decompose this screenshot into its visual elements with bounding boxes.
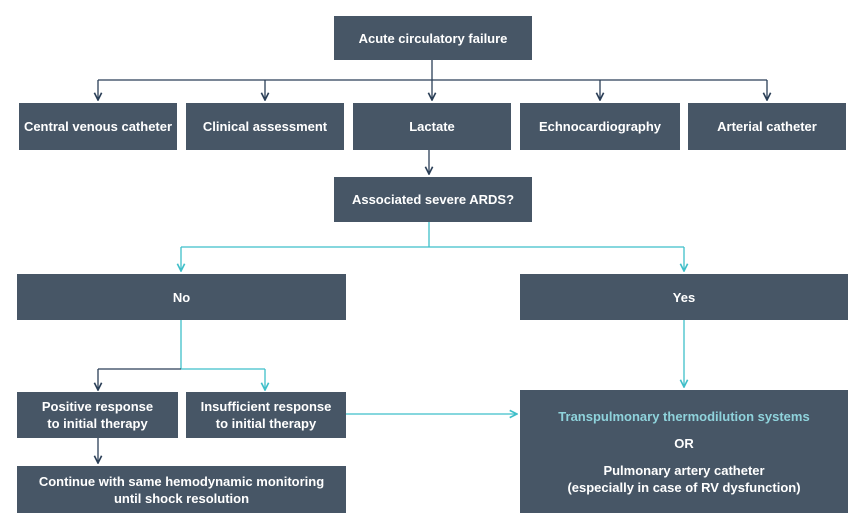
monitoring-options-box: Transpulmonary thermodilution systems OR… [520,390,848,513]
associated-severe-ards-box: Associated severe ARDS? [334,177,532,222]
yes-box: Yes [520,274,848,320]
continue-monitoring-line2: until shock resolution [113,490,250,506]
pulmonary-artery-catheter-line1: Pulmonary artery catheter [603,462,765,478]
no-box: No [17,274,346,320]
insufficient-response-line1: Insufficient response [200,399,332,414]
central-venous-catheter-label: Central venous catheter [23,119,173,134]
associated-severe-ards-label: Associated severe ARDS? [351,192,515,207]
yes-label: Yes [672,289,696,305]
pulmonary-artery-catheter-line2: (especially in case of RV dysfunction) [567,479,801,495]
insufficient-response-line2: to initial therapy [215,416,317,431]
central-venous-catheter-box: Central venous catheter [19,103,177,150]
acute-circulatory-failure-label: Acute circulatory failure [358,30,508,46]
transpulmonary-label: Transpulmonary thermodilution systems [558,408,810,424]
or-label: OR [674,435,694,451]
clinical-assessment-label: Clinical assessment [202,119,328,134]
positive-response-line2: to initial therapy [47,416,148,431]
no-label: No [172,289,191,305]
lactate-label: Lactate [409,119,455,134]
continue-monitoring-line1: Continue with same hemodynamic monitorin… [38,473,325,489]
arterial-catheter-label: Arterial catheter [717,119,817,134]
clinical-assessment-box: Clinical assessment [186,103,344,150]
acute-circulatory-failure-box: Acute circulatory failure [334,16,532,60]
continue-monitoring-box: Continue with same hemodynamic monitorin… [17,466,346,513]
arterial-catheter-box: Arterial catheter [688,103,846,150]
positive-response-box: Positive response to initial therapy [17,392,178,438]
echocardiography-label: Echnocardiography [538,119,662,134]
echocardiography-box: Echnocardiography [520,103,680,150]
insufficient-response-box: Insufficient response to initial therapy [186,392,346,438]
positive-response-line1: Positive response [41,399,154,414]
lactate-box: Lactate [353,103,511,150]
